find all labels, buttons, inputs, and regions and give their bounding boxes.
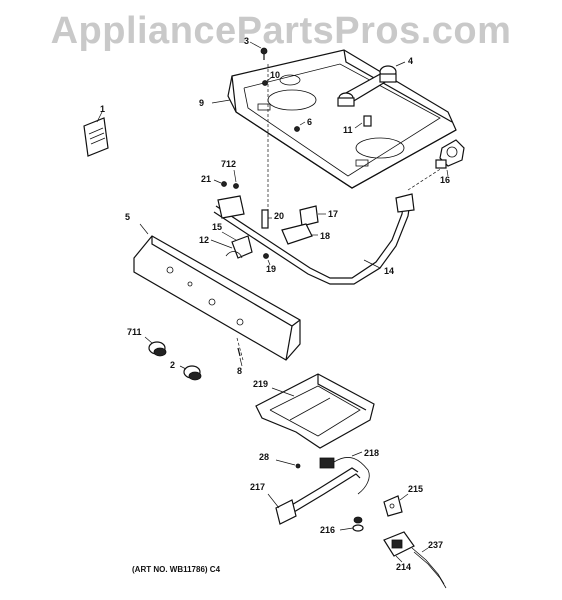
callout-216: 216 (320, 525, 336, 535)
callout-217: 217 (250, 482, 266, 492)
part-18-spark-module (281, 223, 318, 245)
part-6-screw (294, 121, 306, 132)
callout-8: 8 (237, 366, 243, 376)
part-711-knob (144, 336, 167, 357)
watermark-text: AppliancePartsPros.com (50, 10, 512, 52)
callout-18: 18 (320, 231, 331, 241)
callout-218: 218 (364, 448, 380, 458)
callout-1: 1 (100, 104, 106, 114)
part-218-igniter (319, 451, 370, 495)
part-15-valve (221, 231, 253, 259)
callout-19: 19 (266, 264, 277, 274)
part-216-orifice (339, 516, 364, 532)
callout-14: 14 (384, 266, 395, 276)
part-10-screw (262, 76, 273, 86)
part-1-manual (83, 111, 109, 157)
part-11-clip (354, 115, 372, 129)
part-8-screw (237, 347, 243, 367)
callout-3: 3 (244, 36, 250, 46)
callout-2: 2 (170, 360, 176, 370)
part-19-screw (263, 253, 271, 266)
part-5-control-panel (133, 223, 301, 361)
part-2-knob (179, 365, 202, 381)
part-215-bracket (383, 493, 409, 517)
part-12-valve (210, 239, 233, 249)
part-14-manifold (213, 193, 415, 285)
callout-215: 215 (408, 484, 424, 494)
callout-20: 20 (274, 211, 285, 221)
part-21-screw (213, 179, 227, 187)
part-219-baffle (255, 373, 375, 449)
part-16-regulator (435, 139, 465, 177)
callout-16: 16 (440, 175, 451, 185)
callout-219: 219 (253, 379, 269, 389)
callout-711: 711 (127, 327, 142, 337)
part-9-burner-box (211, 49, 457, 189)
callout-11: 11 (343, 125, 353, 135)
callout-9: 9 (199, 98, 205, 108)
callout-17: 17 (328, 209, 339, 219)
part-28-screw (275, 459, 301, 469)
part-4-valve-assembly (337, 61, 406, 107)
callout-214: 214 (396, 562, 412, 572)
callout-12: 12 (199, 235, 210, 245)
part-712-screw (233, 169, 239, 189)
callout-28: 28 (259, 452, 270, 462)
part-17-bracket (299, 205, 326, 227)
part-217-burner-tube (267, 467, 361, 525)
callout-5: 5 (125, 212, 131, 222)
callout-15: 15 (212, 222, 223, 232)
assembly-line (407, 167, 443, 191)
part-20-fitting (261, 209, 272, 229)
callout-6: 6 (307, 117, 313, 127)
part-214-safety-valve (383, 531, 415, 563)
callout-237: 237 (428, 540, 444, 550)
assembly-line (236, 337, 244, 361)
art-number-note: (ART NO. WB11786) C4 (132, 565, 221, 574)
callout-10: 10 (270, 70, 281, 80)
part-3-screw (249, 41, 268, 60)
callout-21: 21 (201, 174, 212, 184)
callout-712: 712 (221, 159, 237, 169)
part-237-capillary (411, 547, 447, 589)
callout-4: 4 (408, 56, 414, 66)
